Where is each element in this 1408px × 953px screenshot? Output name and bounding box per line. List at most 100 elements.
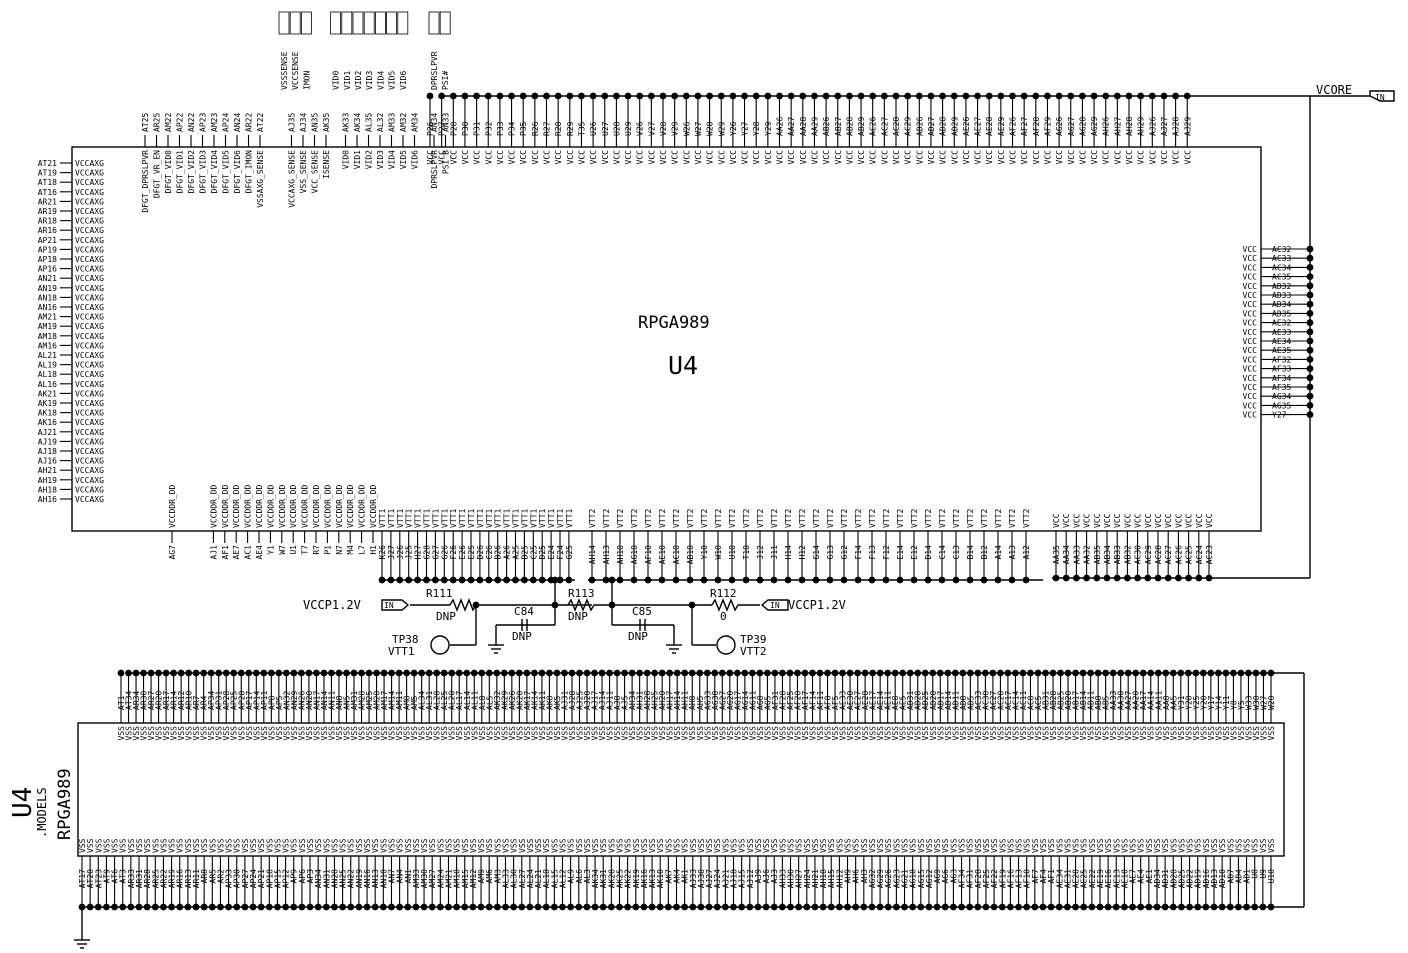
pin-name: VCC (612, 150, 621, 165)
pin-name: VSS (396, 838, 405, 853)
pin-name: VCC (1102, 150, 1111, 165)
pin-number: AT20 (86, 869, 95, 888)
junction-dot (770, 576, 778, 584)
junction-dot (538, 576, 546, 584)
pin-number: AJ25 (575, 691, 584, 710)
junction-dot (521, 576, 528, 584)
pin-number: AL30 (510, 869, 519, 888)
net-label: VID4 (376, 71, 385, 90)
pin-name: VSS (265, 838, 274, 853)
pin-number: AF5 (831, 695, 840, 710)
pin-name: VSS (185, 726, 194, 741)
junction-dot (530, 669, 538, 677)
junction-dot (846, 669, 854, 677)
pin-name: VSS (425, 726, 434, 741)
pin-name: VSS (241, 838, 250, 853)
pin-number: K26 (378, 545, 387, 560)
pin-number: AR16 (38, 226, 57, 235)
pin-name: VSS (1042, 726, 1051, 741)
pin-number: F26 (449, 545, 458, 560)
pin-name: VCC (519, 150, 528, 165)
pin-name: VCCAXG (75, 197, 104, 206)
junction-dot (551, 601, 559, 609)
pin-name: VSS (470, 726, 479, 741)
junction-dot (896, 576, 904, 584)
pin-number: Y29 (764, 121, 773, 136)
junction-dot (176, 903, 184, 911)
pin-number: AC32 (1272, 245, 1291, 254)
junction-dot (132, 669, 140, 677)
junction-dot (1103, 574, 1111, 582)
pin-number: AD32 (1272, 282, 1291, 291)
pin-number: AE34 (1272, 337, 1291, 346)
pin-name: VCC (857, 150, 866, 165)
pin-name: VSS (681, 838, 690, 853)
pin-number: AE29 (997, 117, 1006, 136)
pin-number: AF32 (1272, 355, 1291, 364)
pin-name: VSS (200, 838, 209, 853)
pin-number: AN16 (38, 303, 57, 312)
pin-number: R26 (531, 121, 540, 136)
pin-number: AA27 (787, 117, 796, 136)
junction-dot (1113, 574, 1121, 582)
net-label: VID6 (399, 71, 408, 90)
pin-number: AB28 (845, 117, 854, 136)
junction-dot (787, 92, 795, 100)
junction-dot (1139, 669, 1147, 677)
junction-dot (542, 903, 550, 911)
pin-number: AG14 (741, 691, 750, 710)
pin-name: VSS (876, 838, 885, 853)
junction-dot (711, 669, 719, 677)
junction-dot (1306, 328, 1314, 336)
junction-dot (644, 576, 652, 584)
pin-number: AK34 (591, 869, 600, 888)
pin-number: AP21 (38, 236, 57, 245)
pin-name: VTT2 (756, 509, 765, 528)
junction-dot (1184, 669, 1192, 677)
pin-name: VCC (1062, 513, 1071, 528)
pin-number: AD28 (914, 691, 923, 710)
junction-dot (162, 669, 170, 677)
pin-name: VSS (982, 838, 991, 853)
pin-number: F14 (854, 545, 863, 560)
junction-dot (748, 669, 756, 677)
pin-number: W26 (682, 121, 691, 136)
pin-number: AM17 (380, 691, 389, 710)
junction-dot (546, 669, 553, 677)
pin-name: VTT2 (630, 509, 639, 528)
junction-dot (237, 669, 245, 677)
pin-name: VSS (721, 838, 730, 853)
pin-name: VSS (925, 838, 934, 853)
pin-number: AE10 (658, 545, 667, 564)
net-label: VID1 (343, 71, 352, 90)
pin-number: AP6 (298, 869, 307, 884)
junction-dot (1064, 903, 1071, 911)
pin-number: AD31 (1161, 869, 1170, 888)
pin-name: VSS (215, 726, 224, 741)
pin-name: VTT1 (556, 509, 565, 528)
pin-name: VSS (1047, 838, 1056, 853)
pin-name: VSS (363, 838, 372, 853)
pin-number: AK33 (342, 113, 351, 132)
pin-number: AF25 (982, 869, 991, 888)
junction-dot (1222, 669, 1230, 677)
junction-dot (779, 669, 786, 677)
pin-number: D14 (924, 545, 933, 560)
pin-name: VSS (290, 838, 299, 853)
net-port (341, 11, 353, 35)
pin-name: VSS (876, 726, 885, 741)
junction-dot (1012, 669, 1019, 677)
pin-number: AP24 (249, 869, 258, 888)
junction-dot (568, 669, 576, 677)
pin-name: VCC (799, 150, 808, 165)
junction-dot (1306, 392, 1314, 400)
pin-name: VSS (192, 726, 201, 741)
junction-dot (94, 903, 102, 911)
pin-number: H14 (784, 545, 793, 560)
pin-name: VID3 (376, 150, 385, 169)
pin-name: VSS (1210, 838, 1219, 853)
pin-number: AC27 (1164, 545, 1173, 564)
net-label: VID2 (354, 71, 363, 90)
junction-dot (1145, 903, 1153, 911)
pin-number: AF31 (966, 869, 975, 888)
